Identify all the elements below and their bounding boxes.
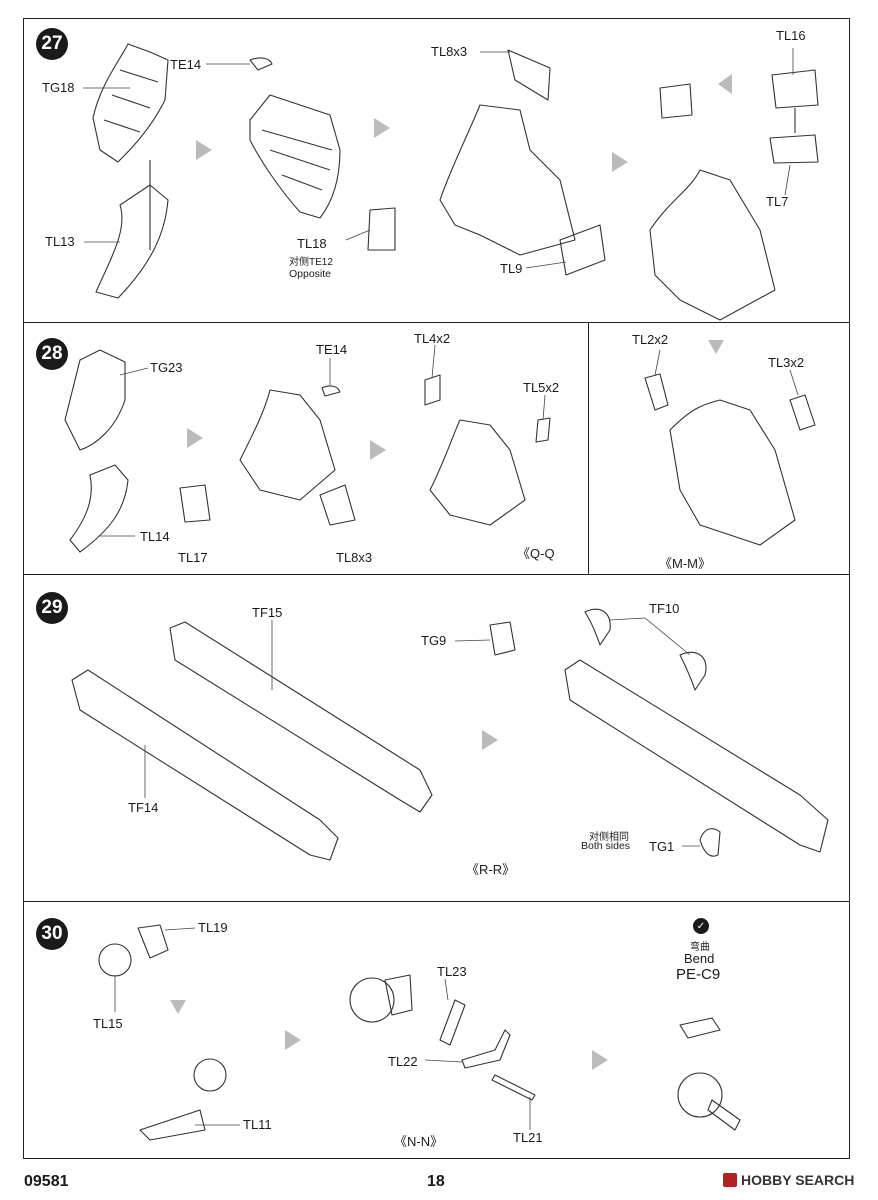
assembly-30-nn xyxy=(349,977,395,1023)
label-bend-cn: 弯曲 xyxy=(690,942,710,953)
kit-code: 09581 xyxy=(24,1173,69,1190)
hobby-search-logo-icon xyxy=(723,1173,737,1187)
label-tl18: TL18 xyxy=(297,236,327,251)
assembly-27b xyxy=(439,104,576,256)
label-tl22: TL22 xyxy=(388,1054,418,1069)
label-tl8x3: TL8x3 xyxy=(431,44,468,59)
part-tl16 xyxy=(771,69,819,109)
label-tl2x2: TL2x2 xyxy=(632,332,669,347)
label-tf14: TF14 xyxy=(128,800,159,815)
label-both-sides-cn: 对侧相同 xyxy=(589,832,629,843)
part-tl22 xyxy=(461,1029,511,1069)
assembly-27c xyxy=(649,169,776,321)
part-tl7 xyxy=(769,134,819,164)
label-tl18-note-en: Opposite xyxy=(289,268,332,280)
watermark-text: HOBBY SEARCH xyxy=(741,1172,855,1188)
assembly-28-mm xyxy=(669,399,796,546)
view-label-mm: 《M-M》 xyxy=(659,556,711,571)
step-number-27: 27 xyxy=(36,28,68,60)
label-tg1: TG1 xyxy=(649,839,675,854)
part-tl17 xyxy=(179,484,211,523)
label-tl17: TL17 xyxy=(178,550,208,565)
label-tl9: TL9 xyxy=(500,261,523,276)
label-te14-28: TE14 xyxy=(316,342,348,357)
part-tg23 xyxy=(64,349,126,451)
part-tl11 xyxy=(139,1109,206,1141)
label-tf10: TF10 xyxy=(649,601,680,616)
part-tl21 xyxy=(491,1074,536,1101)
label-tg23: TG23 xyxy=(150,360,183,375)
label-tl19: TL19 xyxy=(198,920,228,935)
label-tl14: TL14 xyxy=(140,529,170,544)
label-tl5x2: TL5x2 xyxy=(523,380,560,395)
label-tl4x2: TL4x2 xyxy=(414,331,451,346)
step-number-30: 30 xyxy=(36,918,68,950)
part-tl19 xyxy=(137,924,169,959)
page-number: 18 xyxy=(427,1173,445,1190)
label-tl23: TL23 xyxy=(437,964,467,979)
view-label-qq: 《Q-Q xyxy=(517,546,555,561)
label-tg18: TG18 xyxy=(42,80,75,95)
part-tl14 xyxy=(69,464,129,553)
part-tf15 xyxy=(169,621,433,813)
flow-arrows xyxy=(170,74,732,1070)
label-te14: TE14 xyxy=(170,57,202,72)
label-tl13: TL13 xyxy=(45,234,75,249)
step-number-28: 28 xyxy=(36,338,68,370)
part-tf14 xyxy=(71,669,339,861)
part-tl23 xyxy=(439,999,466,1046)
part-tl9 xyxy=(559,224,606,276)
label-tl7: TL7 xyxy=(766,194,789,209)
part-tg9 xyxy=(489,621,516,656)
part-tl15 xyxy=(98,943,132,977)
label-bend-en: Bend xyxy=(684,951,715,966)
view-label-rr: 《R-R》 xyxy=(466,862,516,877)
part-tg1 xyxy=(699,828,721,857)
step-number-29: 29 xyxy=(36,592,68,624)
bend-icon: ✓ xyxy=(693,918,709,934)
part-tl18 xyxy=(367,207,396,251)
label-tl16: TL16 xyxy=(776,28,806,43)
label-tl15: TL15 xyxy=(93,1016,123,1031)
label-pe-c9: PE-C9 xyxy=(676,966,721,983)
assembly-30-final xyxy=(677,1072,723,1118)
label-tl21: TL21 xyxy=(513,1130,543,1145)
step-30-panel xyxy=(23,901,850,1159)
part-pe-c9 xyxy=(679,1017,721,1039)
part-tl8 xyxy=(507,49,551,101)
watermark: HOBBY SEARCH xyxy=(723,1172,854,1188)
view-label-nn: 《N-N》 xyxy=(394,1134,444,1149)
label-tl8x3-28: TL8x3 xyxy=(336,550,373,565)
assembly-27a xyxy=(249,94,341,219)
part-tf10-b xyxy=(679,651,707,691)
part-tl8-28 xyxy=(319,484,356,526)
part-te14 xyxy=(249,57,273,71)
assembly-29 xyxy=(564,659,829,853)
label-tl11: TL11 xyxy=(243,1117,272,1132)
part-tg18 xyxy=(92,43,169,163)
label-tf15: TF15 xyxy=(252,605,283,620)
part-tf10-a xyxy=(584,608,611,646)
label-tl18-note-cn: 对侧TE12 xyxy=(289,257,333,268)
assembly-28a xyxy=(239,389,336,501)
assembly-28b xyxy=(429,419,526,526)
label-tg9: TG9 xyxy=(421,633,447,648)
label-both-sides-en: Both sides xyxy=(581,840,631,852)
label-tl3x2: TL3x2 xyxy=(768,355,805,370)
part-tl13 xyxy=(95,184,169,299)
